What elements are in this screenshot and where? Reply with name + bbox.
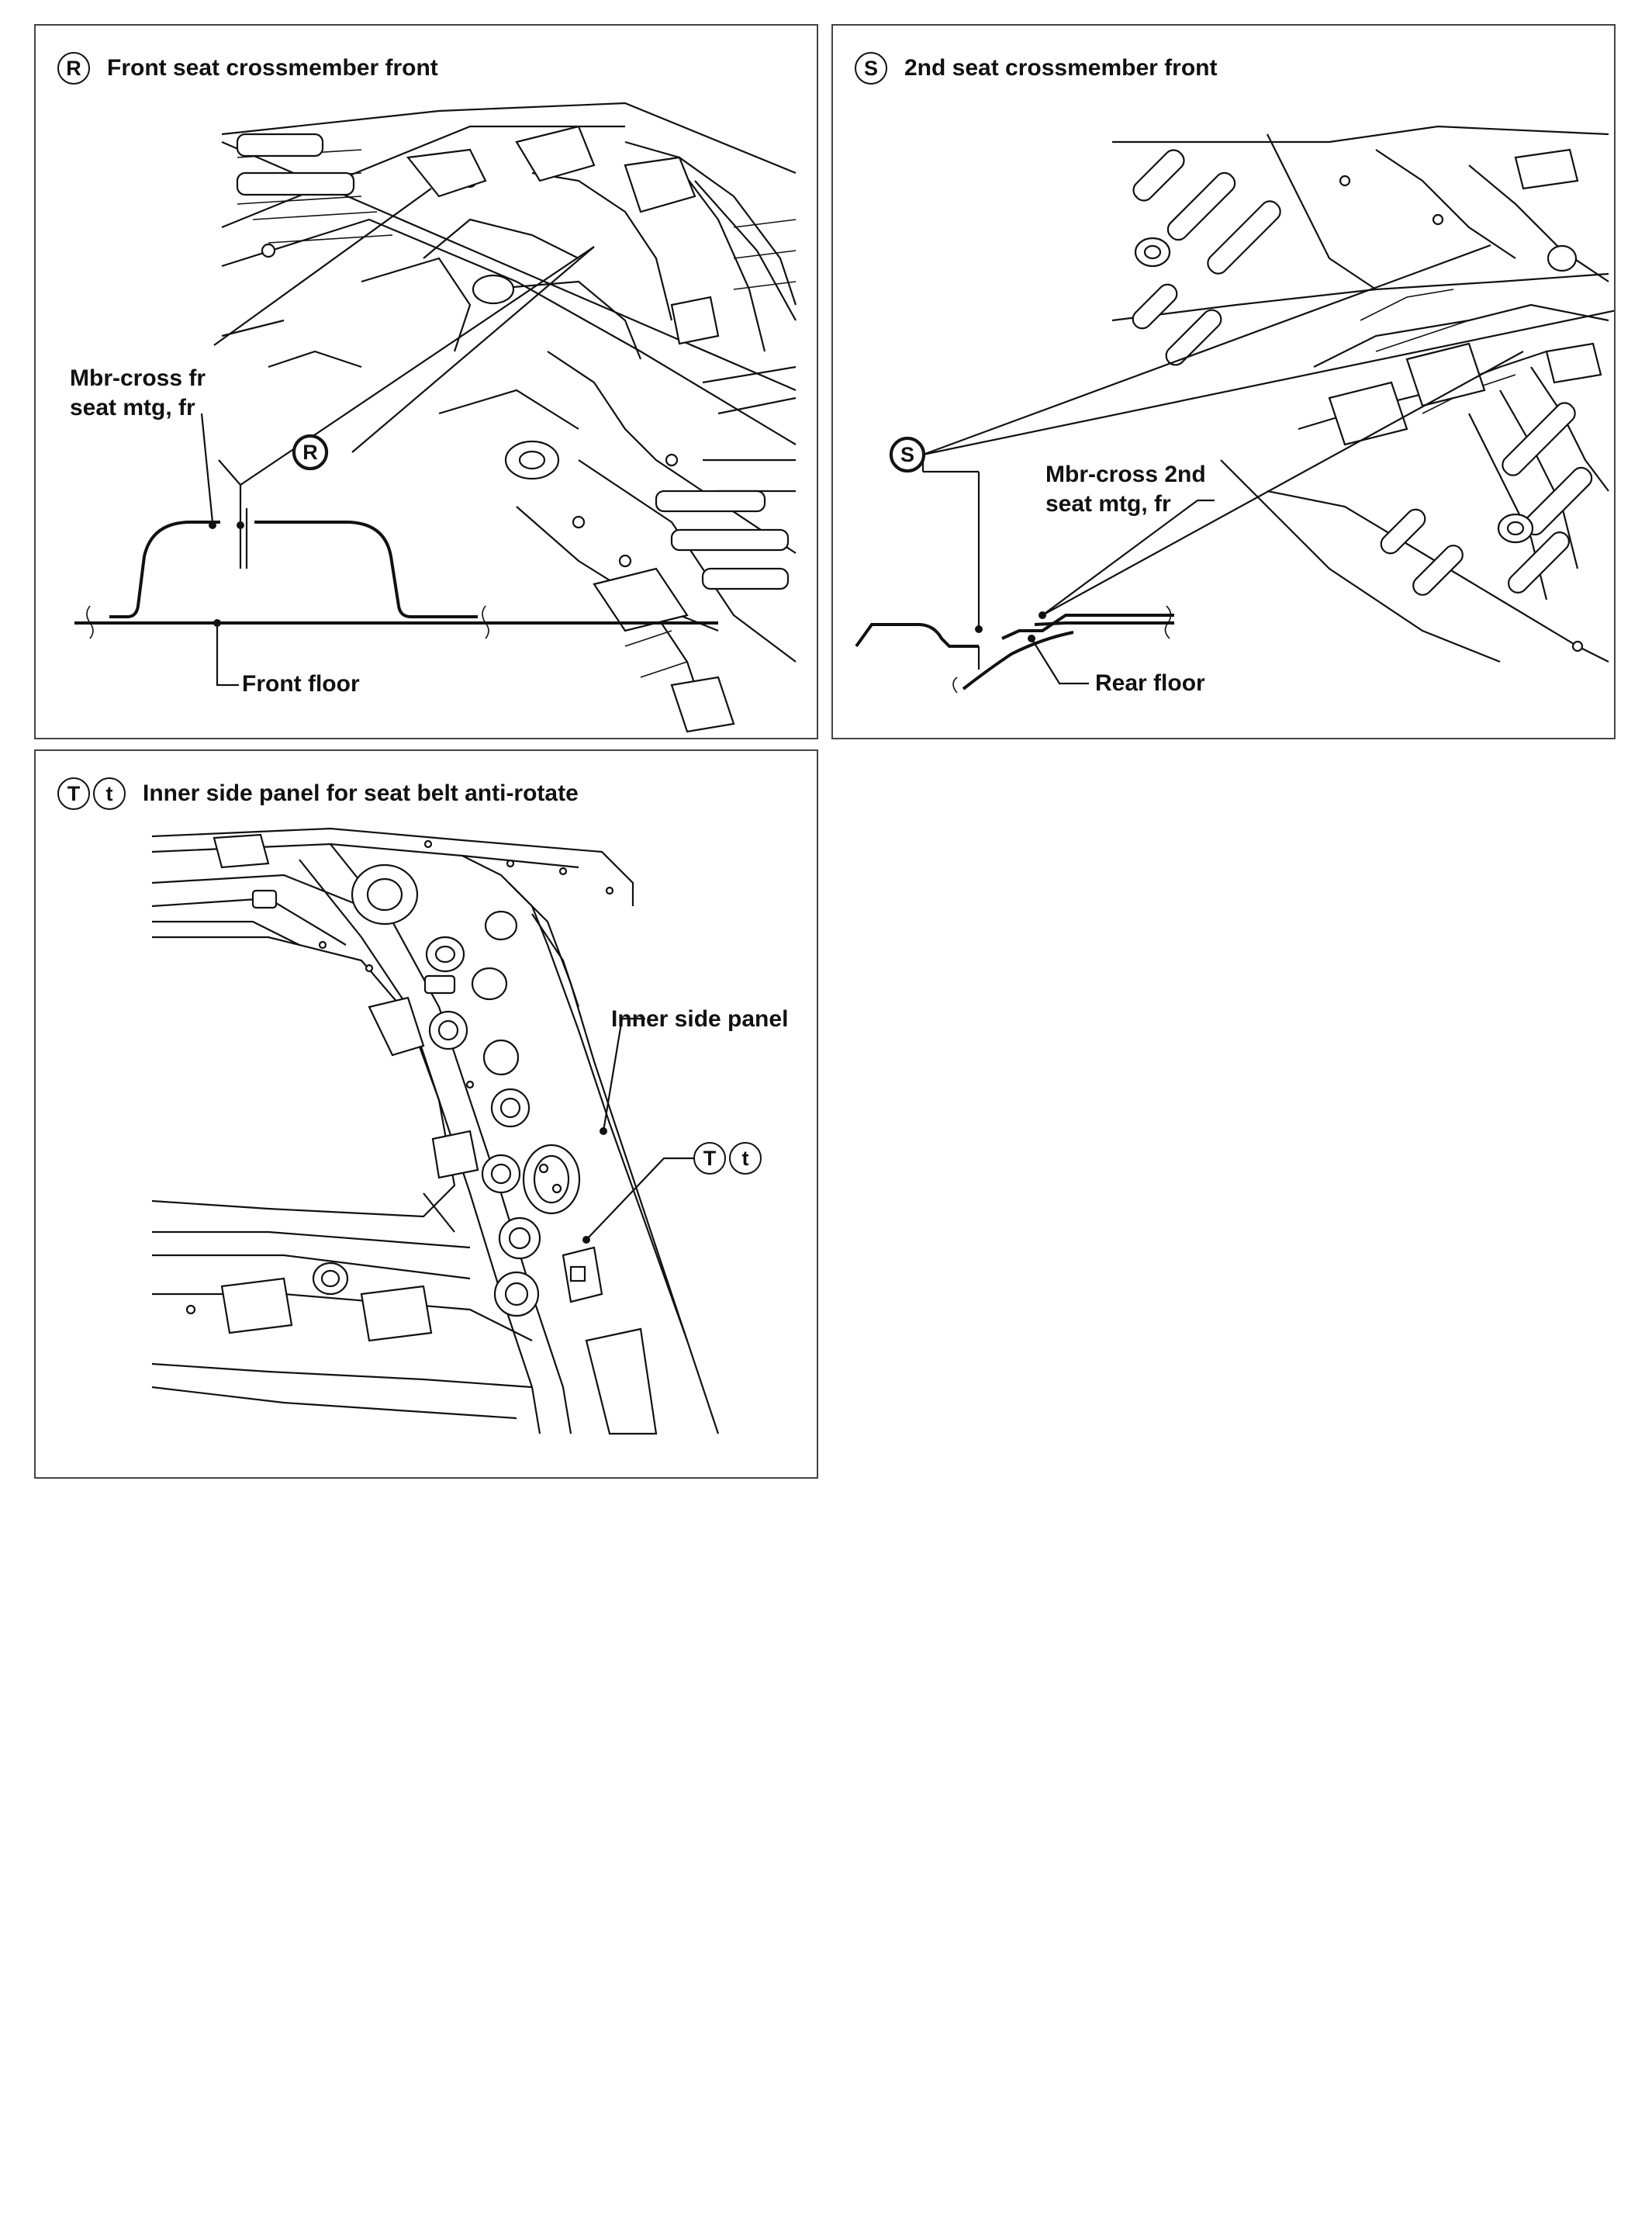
panel-inner-side-panel: T t Inner side panel for seat belt anti-… [34,749,818,1479]
s-section-profile [855,605,1174,694]
inner-side-panel-illustration [151,827,720,1435]
label-front-floor: Front floor [242,671,360,697]
panel-r-header: R Front seat crossmember front [57,52,438,85]
callout-t-group: T t [693,1142,762,1175]
callout-t-lower-badge: t [729,1142,762,1175]
label-inner-side-panel: Inner side panel [611,1006,789,1032]
panel-s-header: S 2nd seat crossmember front [855,52,1217,85]
callout-r-badge: R [294,436,327,469]
panel-t-header: T t Inner side panel for seat belt anti-… [57,777,579,810]
label-mbr-cross-fr-seat-mtg-text: Mbr-cross fr seat mtg, fr [70,365,206,420]
label-rear-floor: Rear floor [1095,670,1205,696]
s-leader-lines [921,244,1614,629]
marker-s-badge: S [855,52,887,85]
label-mbr-cross-2nd-seat-mtg: Mbr-cross 2nd seat mtg, fr [1045,460,1206,519]
marker-t-upper-badge: T [57,777,90,810]
callout-s-badge: S [891,438,924,471]
panel-2nd-seat-crossmember: S 2nd seat crossmember front [831,24,1616,739]
panel-s-title: 2nd seat crossmember front [904,55,1218,81]
t-leader-lines [582,1017,695,1244]
label-mbr-cross-2nd-seat-mtg-text: Mbr-cross 2nd seat mtg, fr [1045,462,1206,517]
r-section-profile [74,508,718,687]
inner-side-panel-drawing [151,827,720,1435]
front-floor-illustration [74,102,797,733]
panel-r-title: Front seat crossmember front [107,55,438,81]
r-leader-lines [200,188,595,569]
rear-floor-drawing [1111,125,1609,663]
front-floor-drawing [221,102,797,733]
rear-floor-illustration [855,125,1614,694]
marker-r-badge: R [57,52,90,85]
marker-t-lower-badge: t [93,777,126,810]
panel-front-seat-crossmember: R Front seat crossmember front [34,24,818,739]
panel-t-title: Inner side panel for seat belt anti-rota… [143,780,579,806]
label-mbr-cross-fr-seat-mtg: Mbr-cross fr seat mtg, fr [70,364,206,423]
callout-t-upper-badge: T [693,1142,726,1175]
